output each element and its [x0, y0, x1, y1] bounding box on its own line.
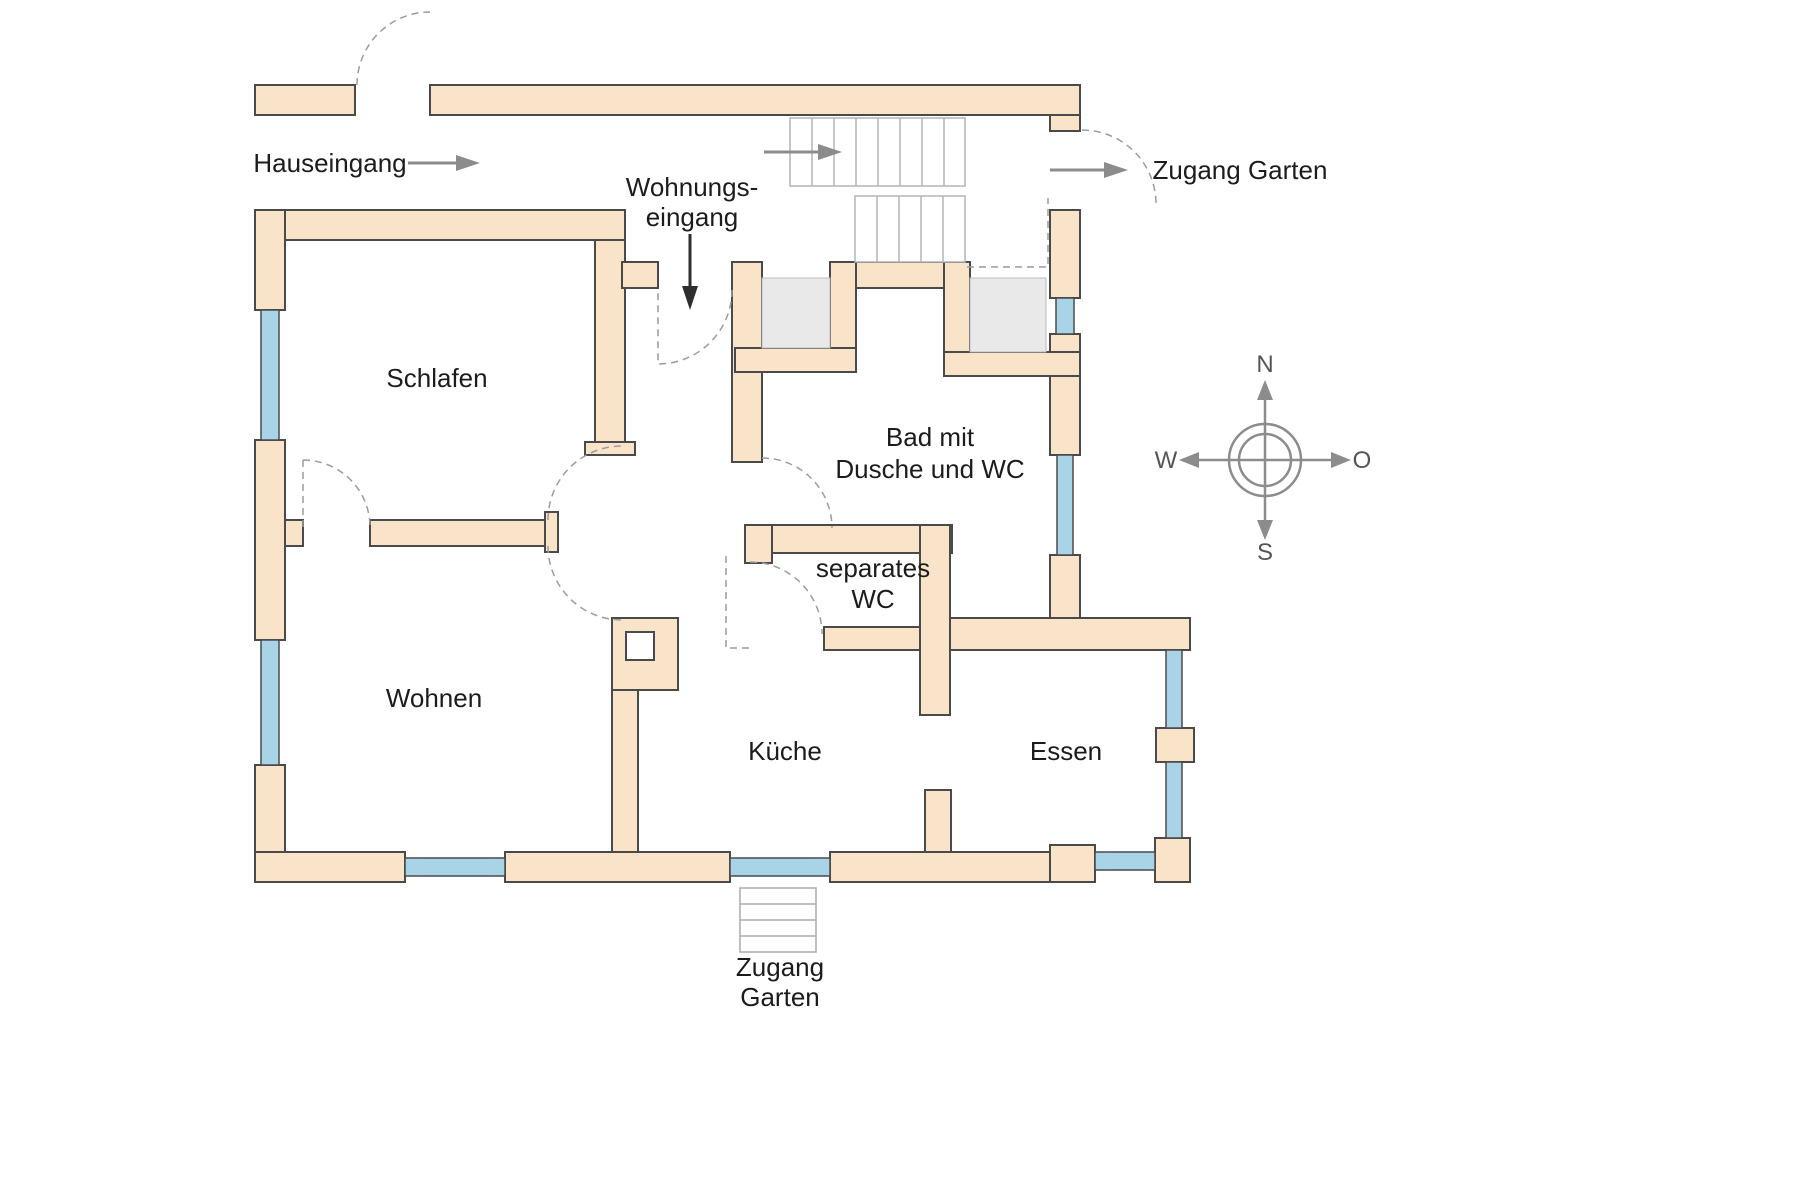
door-swing-wohnen-west: [302, 459, 371, 528]
window-schlafen-west: [260, 309, 280, 441]
wall-wc-north-cap: [744, 524, 773, 564]
wall-wc-south: [823, 626, 921, 651]
wall-east-mid-2: [1049, 554, 1081, 621]
wall-entry-left-stub: [621, 261, 659, 289]
garden-steps: [739, 887, 817, 953]
wall-under-shaft-left: [734, 347, 857, 373]
label-zugang-garten-bottom-line1: Zugang: [736, 952, 824, 982]
room-labels: Schlafen Wohnen Bad mit Dusche und WC se…: [386, 363, 1102, 766]
door-swing-wohnungseingang: [657, 289, 733, 365]
wall-top-left: [254, 84, 356, 116]
label-hauseingang: Hauseingang: [253, 148, 406, 178]
wall-top-main: [429, 84, 1081, 116]
compass-west-label: W: [1155, 447, 1178, 474]
room-label-wc-line2: WC: [851, 584, 894, 614]
wall-divider-schlafen-wohnen: [369, 519, 546, 547]
wall-south-1: [254, 851, 406, 883]
walls: [254, 84, 1195, 883]
wall-essen-north: [949, 617, 1191, 651]
wall-wc-north: [744, 524, 953, 554]
label-zugang-garten-bottom-line2: Garten: [740, 982, 820, 1012]
room-label-essen: Essen: [1030, 736, 1102, 766]
wall-south-2: [504, 851, 731, 883]
compass-east-label: O: [1353, 447, 1372, 474]
room-label-schlafen: Schlafen: [386, 363, 487, 393]
compass-south-label: S: [1257, 539, 1273, 566]
window-essen-east-1: [1165, 649, 1183, 729]
wall-top-right-stub: [1049, 114, 1081, 132]
door-swings: [302, 11, 1157, 649]
wall-essen-east-pillar: [1155, 727, 1195, 763]
room-label-bad-line1: Bad mit: [886, 422, 975, 452]
wall-east-upper: [1049, 209, 1081, 299]
chimney-flue: [625, 631, 655, 661]
room-label-wc-line1: separates: [816, 553, 930, 583]
door-swing-hauseingang: [356, 11, 431, 86]
wall-west-upper: [254, 209, 286, 311]
label-wohnungseingang-line1: Wohnungs-: [626, 172, 759, 202]
stair-landing-dashed: [967, 198, 1049, 268]
room-label-kueche: Küche: [748, 736, 822, 766]
window-bad-east-small: [1055, 297, 1075, 335]
zugang-garten-top-arrow-icon: [1050, 162, 1128, 178]
wall-wc-east: [919, 524, 951, 716]
arrows: [408, 144, 1128, 310]
door-swing-schlafen: [547, 445, 623, 521]
door-swing-wohnen-hall: [547, 545, 623, 621]
wall-west-middle: [254, 439, 286, 641]
wall-schlafen-east-cap: [584, 441, 636, 456]
entrance-labels: Hauseingang Wohnungs- eingang Zugang Gar…: [253, 148, 1327, 1012]
window-garden-door-south: [729, 857, 831, 877]
wall-kueche-stub: [924, 789, 952, 853]
door-swing-zugang-garten-top: [1081, 129, 1157, 205]
window-wohnen-south: [404, 857, 506, 877]
shaft-left: [761, 277, 831, 349]
wall-south-corner-1: [1049, 844, 1096, 883]
shafts: [761, 277, 1047, 353]
wall-west-notch: [284, 519, 304, 547]
wall-under-shaft-right: [943, 351, 1081, 377]
door-swing-bad: [761, 457, 833, 529]
shaft-right: [969, 277, 1047, 353]
compass-rose-icon: N W O S: [1155, 351, 1372, 566]
window-essen-south: [1094, 851, 1156, 871]
windows: [260, 297, 1183, 877]
wohnungseingang-arrow-icon: [682, 234, 698, 310]
room-label-bad-line2: Dusche und WC: [835, 454, 1024, 484]
staircase-lower-flight: [854, 195, 966, 263]
wall-divider-cap: [544, 511, 559, 553]
window-essen-east-2: [1165, 761, 1183, 839]
wall-south-3: [829, 851, 1081, 883]
label-wohnungseingang-line2: eingang: [646, 202, 739, 232]
door-swing-wc: [725, 556, 823, 649]
room-label-wohnen: Wohnen: [386, 683, 482, 713]
window-bad-east: [1056, 454, 1074, 556]
wall-schlafen-north: [254, 209, 626, 241]
window-wohnen-west: [260, 639, 280, 766]
stair-direction-arrow-icon: [764, 144, 842, 160]
compass-north-label: N: [1256, 351, 1273, 378]
hauseingang-arrow-icon: [408, 155, 480, 171]
wall-schlafen-east: [594, 239, 626, 449]
label-zugang-garten-top: Zugang Garten: [1153, 155, 1328, 185]
wall-southeast-corner: [1154, 837, 1191, 883]
